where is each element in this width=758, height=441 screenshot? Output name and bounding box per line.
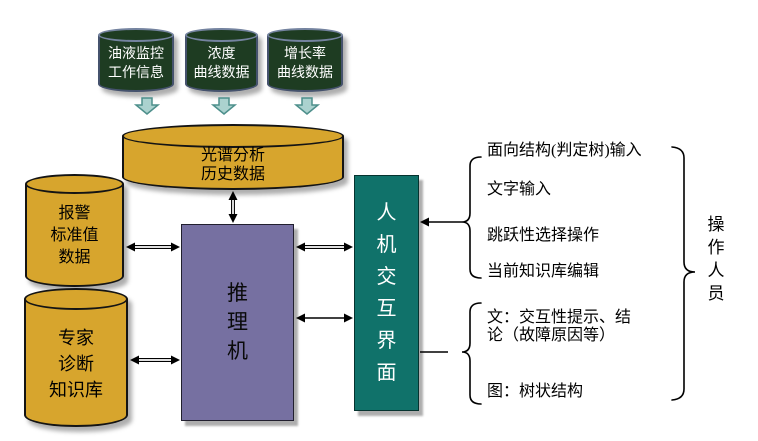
- label-line: 知识库: [49, 379, 103, 400]
- cylinder-body: [185, 35, 258, 92]
- cylinder-label: 增长率 曲线数据: [267, 40, 343, 88]
- label-line: 数据: [58, 248, 91, 266]
- operator-label: 操作人员: [707, 215, 725, 303]
- cylinder-label: 光谱分析 历史数据: [122, 144, 344, 186]
- hmi-label: 人机交互界面: [376, 202, 397, 384]
- label-line: 诊断: [58, 353, 94, 374]
- cylinder-top: [98, 28, 174, 42]
- brace-operator: [671, 146, 696, 401]
- input-action-structured-input: 面向结构(判定树)输入: [487, 142, 642, 159]
- cylinder-label: 报警 标准值 数据: [25, 190, 124, 281]
- arrow-alarm-engine: [126, 242, 180, 252]
- label-line: 油液监控: [108, 47, 164, 62]
- label-line: 历史数据: [200, 166, 265, 183]
- inference-engine-label: 推理机: [227, 281, 248, 363]
- label-line: 增长率: [284, 47, 326, 62]
- label-line: 曲线数据: [193, 66, 250, 81]
- brace-input-group: [461, 156, 482, 279]
- arrow-engine-hmi-lower: [296, 313, 353, 323]
- label-line: 工作信息: [108, 66, 164, 81]
- output-text-prompts: 文：交互性提示、结论（故障原因等）: [487, 309, 632, 344]
- cylinder-body: [267, 35, 343, 92]
- label-line: 专家: [58, 327, 94, 348]
- cylinder-top: [25, 174, 124, 194]
- arrow-spectral-engine: [228, 191, 238, 223]
- flow-arrow-concentration-to-spectral: [210, 97, 238, 115]
- cylinder-label: 专家 诊断 知识库: [24, 306, 128, 421]
- cylinder-body: [98, 35, 174, 92]
- cylinder-label: 浓度 曲线数据: [185, 40, 258, 88]
- cylinder-label: 油液监控 工作信息: [98, 40, 174, 88]
- flow-arrow-oil-to-spectral: [133, 97, 161, 115]
- cylinder-spectral-history-data: 光谱分析 历史数据: [122, 124, 344, 190]
- cylinder-top: [122, 124, 344, 148]
- hmi-box: 人机交互界面: [354, 175, 419, 411]
- arrow-engine-hmi-upper: [296, 242, 353, 252]
- label-line: 光谱分析: [200, 147, 265, 164]
- cylinder-top: [267, 28, 343, 42]
- cylinder-top: [24, 288, 128, 310]
- arrow-expert-engine: [130, 355, 180, 365]
- input-action-kb-edit: 当前知识库编辑: [487, 263, 600, 280]
- arrow-inputs-to-hmi: [420, 217, 462, 227]
- cylinder-top: [185, 28, 258, 42]
- label-line: 标准值: [50, 226, 99, 244]
- input-action-jump-select: 跳跃性选择操作: [487, 227, 600, 244]
- cylinder-oil-monitoring-info: 油液监控 工作信息: [98, 28, 174, 92]
- input-action-text-input: 文字输入: [487, 181, 552, 198]
- cylinder-body: [25, 184, 124, 287]
- label-line: 曲线数据: [277, 66, 333, 81]
- cylinder-alarm-standard-data: 报警 标准值 数据: [25, 174, 124, 287]
- brace-output-group: [461, 302, 482, 405]
- output-tree-structure: 图：树状结构: [487, 383, 584, 400]
- inference-engine-box: 推理机: [181, 224, 294, 421]
- label-line: 浓度: [207, 47, 236, 62]
- cylinder-body: [24, 299, 128, 427]
- cylinder-expert-knowledge-base: 专家 诊断 知识库: [24, 288, 128, 427]
- cylinder-growth-rate-curve: 增长率 曲线数据: [267, 28, 343, 92]
- cylinder-concentration-curve: 浓度 曲线数据: [185, 28, 258, 92]
- label-line: 报警: [58, 204, 91, 222]
- flow-arrow-growth-to-spectral: [293, 97, 321, 115]
